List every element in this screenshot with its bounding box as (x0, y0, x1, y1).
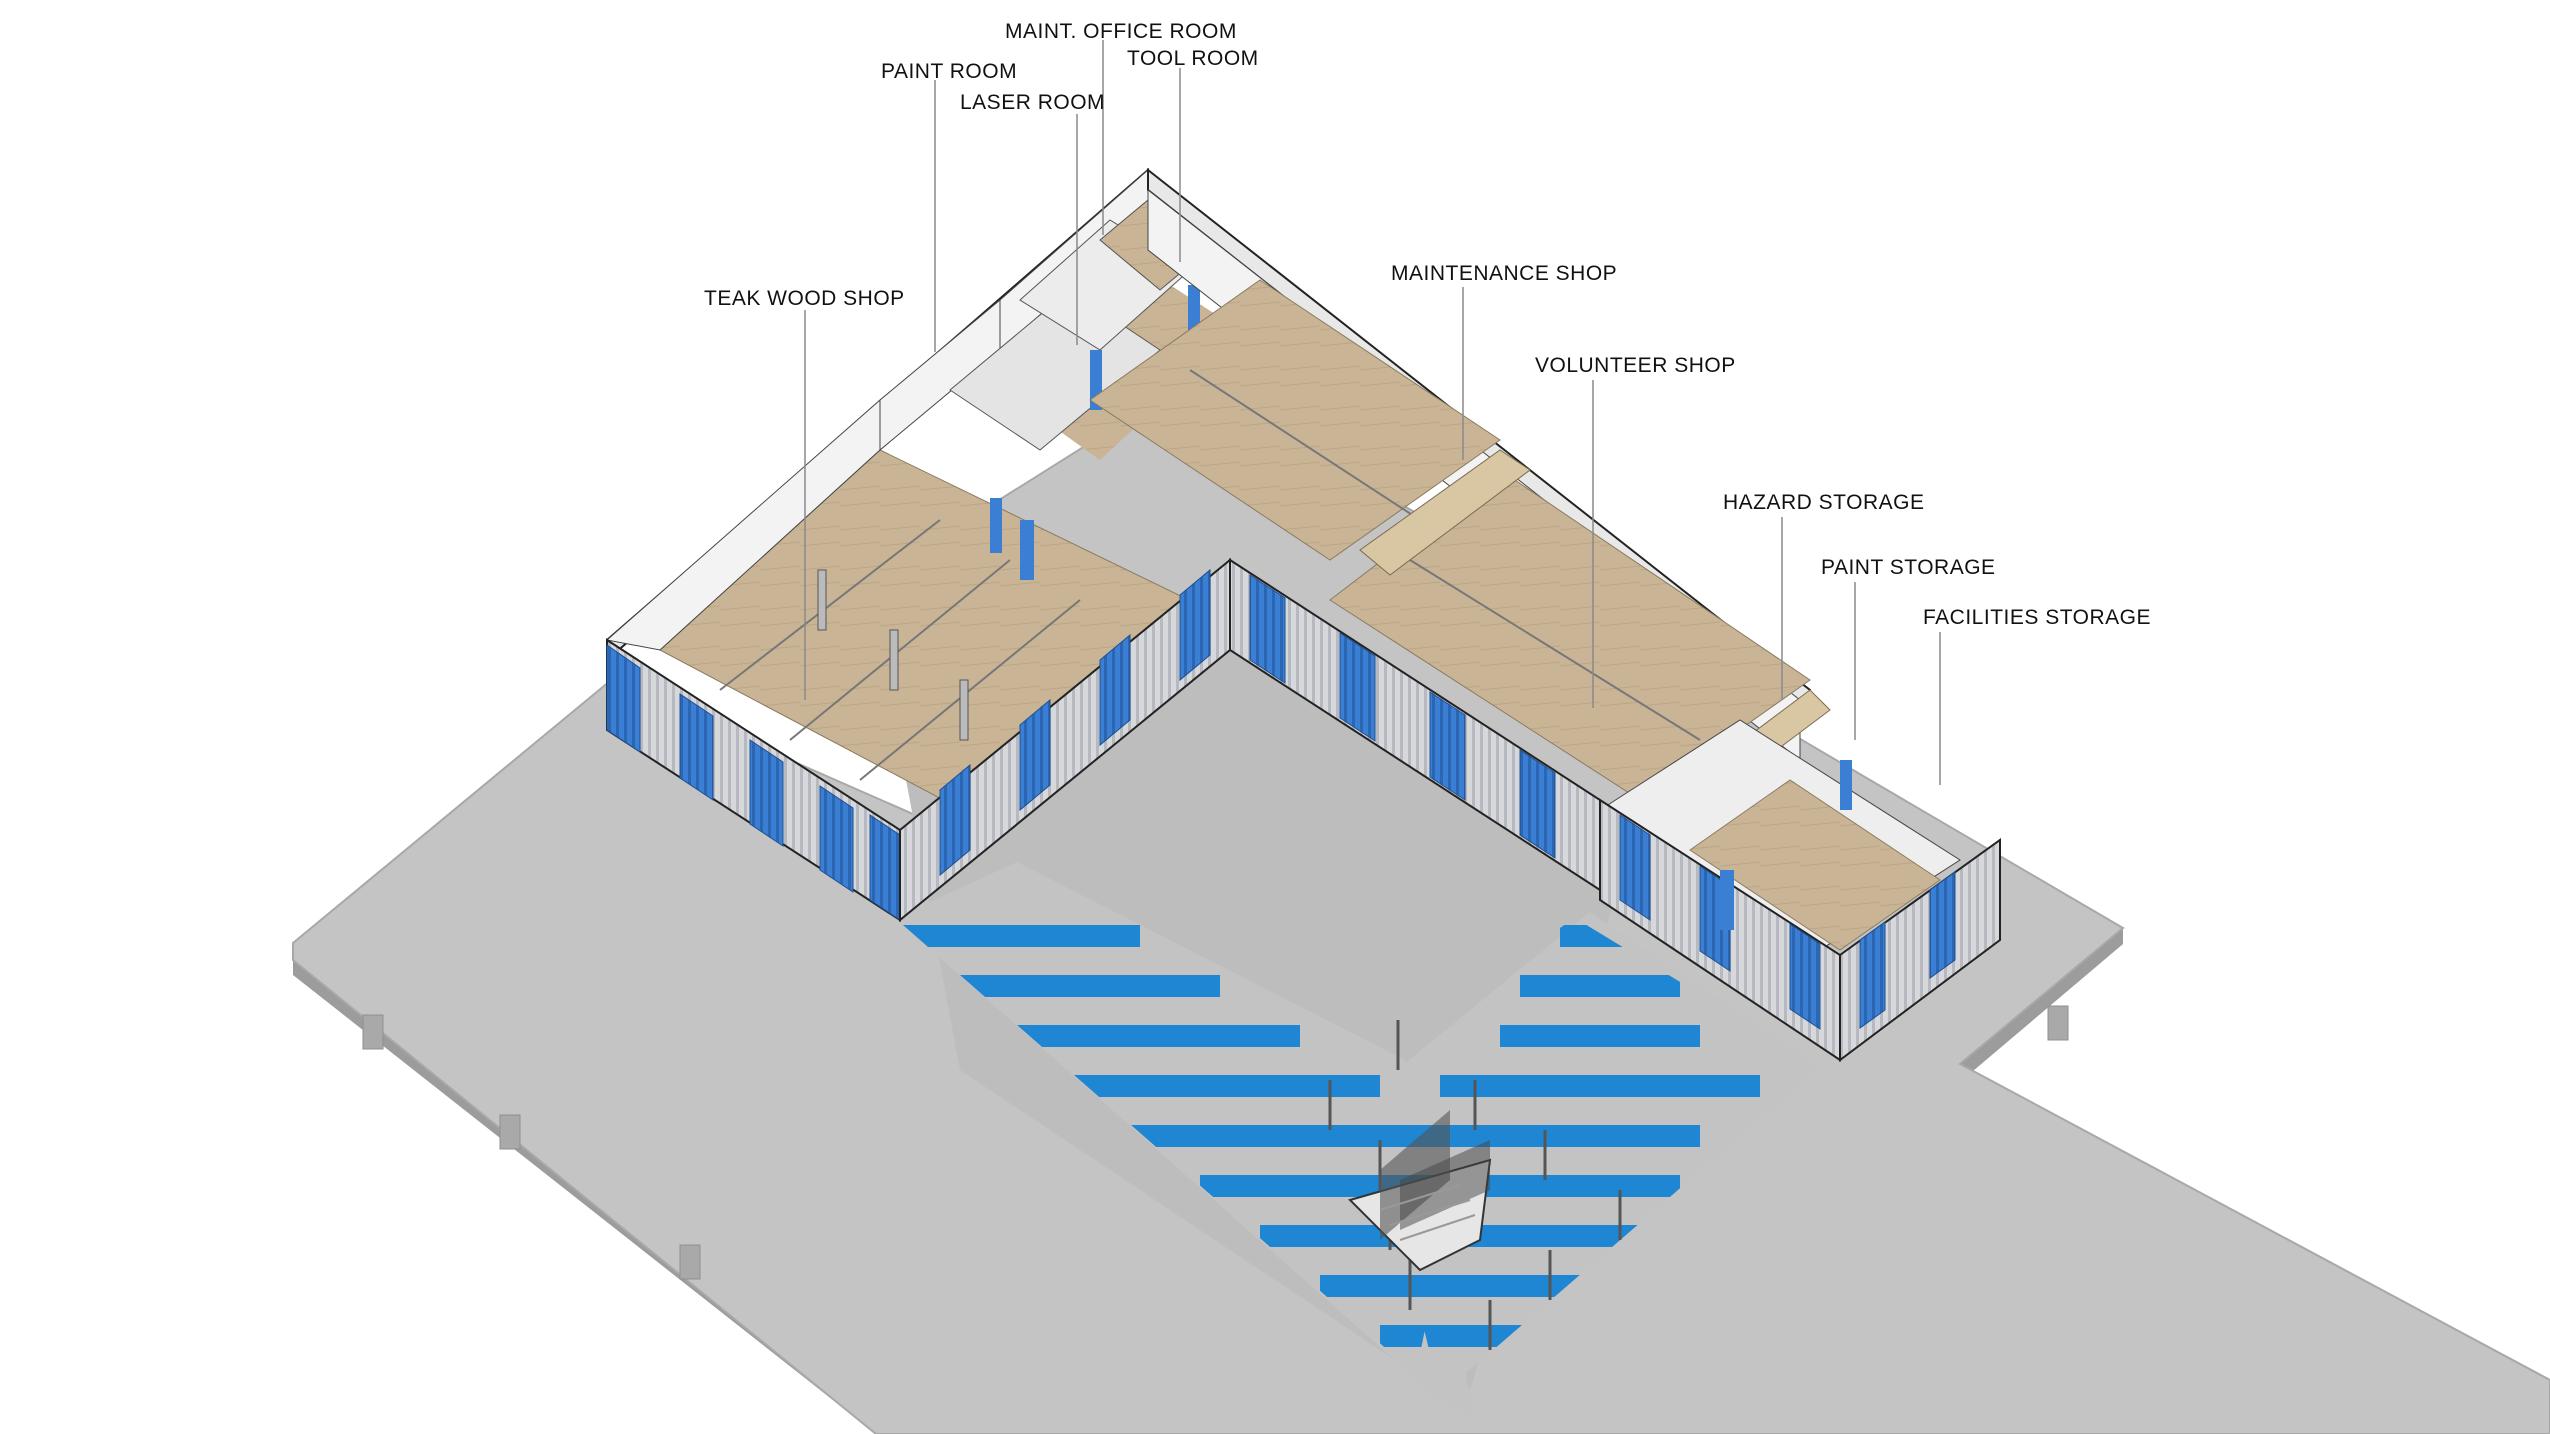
label-laser-room: LASER ROOM (960, 91, 1105, 114)
leader-lines (804, 40, 1941, 785)
label-hazard-storage: HAZARD STORAGE (1723, 491, 1924, 514)
label-paint-storage: PAINT STORAGE (1821, 556, 1996, 579)
label-paint-room: PAINT ROOM (881, 60, 1017, 83)
label-facilities-storage: FACILITIES STORAGE (1923, 606, 2151, 629)
left-wing (605, 167, 1240, 923)
room-labels: MAINT. OFFICE ROOM TOOL ROOM PAINT ROOM … (704, 20, 2151, 629)
right-wing (1089, 167, 2001, 1062)
label-maint-office-room: MAINT. OFFICE ROOM (1005, 20, 1237, 43)
label-volunteer-shop: VOLUNTEER SHOP (1535, 354, 1736, 377)
label-maintenance-shop: MAINTENANCE SHOP (1391, 262, 1617, 285)
striped-deck-zone (895, 862, 1820, 1418)
label-tool-room: TOOL ROOM (1127, 47, 1259, 70)
label-teak-wood-shop: TEAK WOOD SHOP (704, 287, 905, 310)
stair-enclosure (1348, 1110, 1492, 1272)
